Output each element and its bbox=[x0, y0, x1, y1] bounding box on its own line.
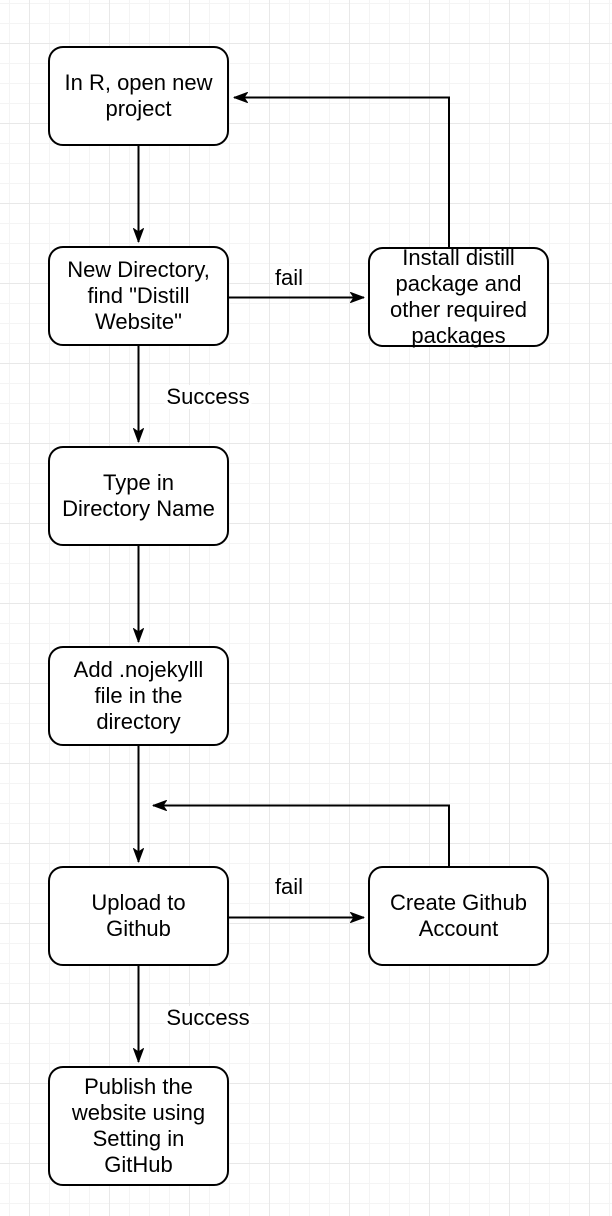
edge-create-github-account-to-upload-to-github bbox=[152, 800, 450, 866]
node-type-directory-name: Type in Directory Name bbox=[48, 446, 229, 546]
edge-label-fail-bottom: fail bbox=[272, 874, 306, 899]
edge-install-distill-to-open-project bbox=[233, 92, 450, 247]
node-label: Add .nojekylll file in the directory bbox=[73, 657, 204, 734]
node-label: Install distill package and other requir… bbox=[390, 245, 527, 348]
edge-label-fail-top: fail bbox=[272, 265, 306, 290]
node-new-directory: New Directory, find "Distill Website" bbox=[48, 246, 229, 346]
node-label: New Directory, find "Distill Website" bbox=[67, 257, 210, 334]
node-create-github-account: Create Github Account bbox=[368, 866, 549, 966]
node-label: Upload to Github bbox=[91, 890, 186, 941]
node-label: Create Github Account bbox=[390, 890, 527, 941]
node-publish-website: Publish the website using Setting in Git… bbox=[48, 1066, 229, 1186]
node-add-nojekyll-file: Add .nojekylll file in the directory bbox=[48, 646, 229, 746]
node-label: Publish the website using Setting in Git… bbox=[71, 1074, 206, 1177]
node-install-distill: Install distill package and other requir… bbox=[368, 245, 549, 348]
node-label: Type in Directory Name bbox=[62, 470, 215, 521]
edge-label-success-top: Success bbox=[164, 384, 252, 409]
edge-label-success-bottom: Success bbox=[164, 1005, 252, 1030]
node-label: In R, open new project bbox=[64, 70, 213, 121]
node-upload-to-github: Upload to Github bbox=[48, 866, 229, 966]
node-open-project: In R, open new project bbox=[48, 46, 229, 146]
